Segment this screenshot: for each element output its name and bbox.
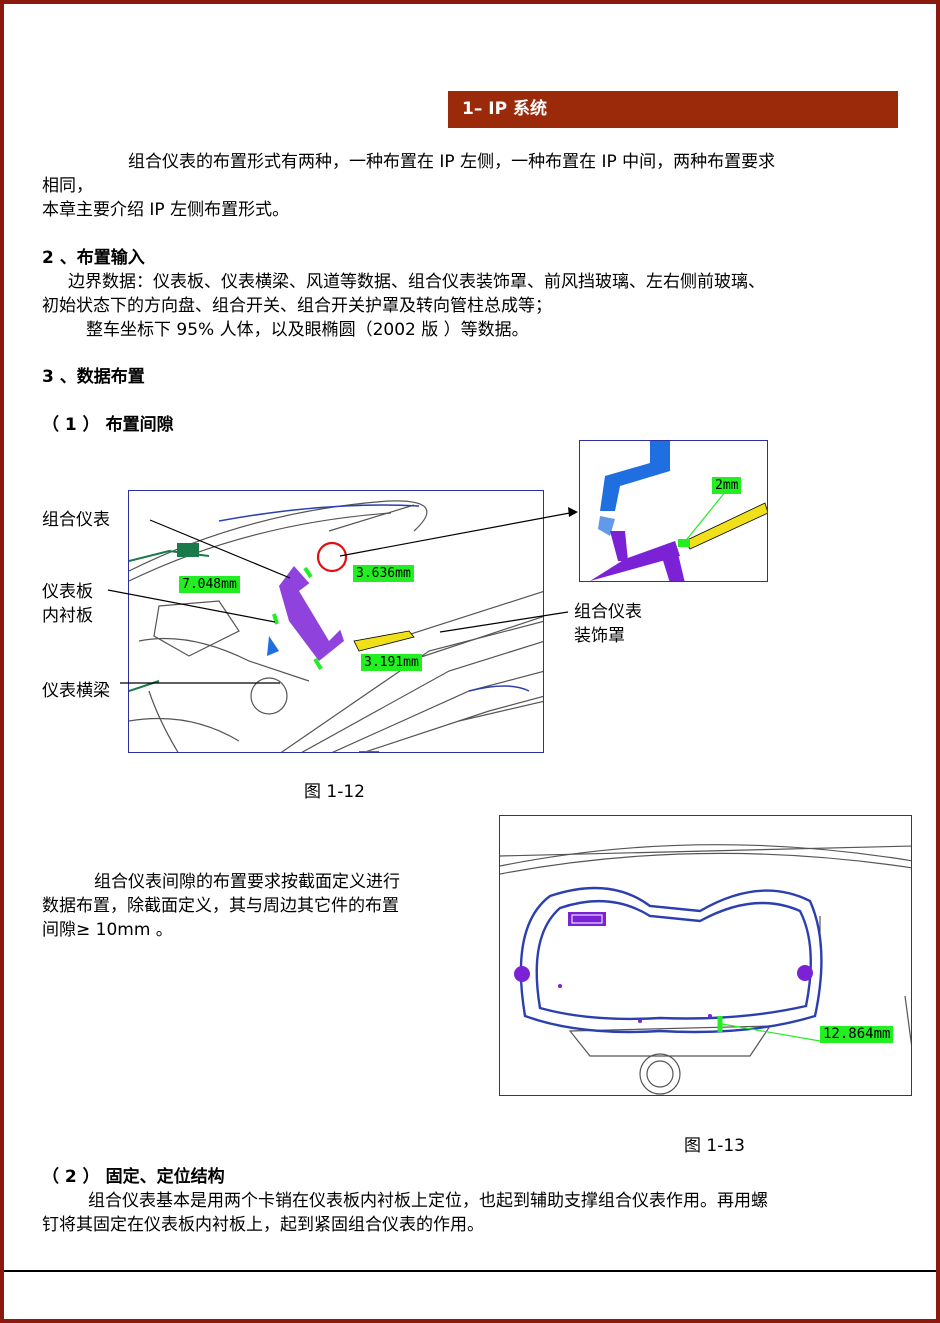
figure-1-12-main: 7.048mm 3.636mm 3.191mm <box>128 490 544 753</box>
intro-line-2: 相同， <box>42 176 93 196</box>
section-2-line-3: 整车坐标下 95% 人体，以及眼椭圆（2002 版 ）等数据。 <box>86 320 529 340</box>
callout-beam: 仪表横梁 <box>42 681 110 701</box>
chapter-header: 1– IP 系统 <box>448 91 898 128</box>
section-2-heading: 2 、布置输入 <box>42 248 145 268</box>
callout-bezel-1: 组合仪表 <box>574 602 642 622</box>
gap-text-line-1: 组合仪表间隙的布置要求按截面定义进行 <box>94 872 400 892</box>
section-2-line-1: 边界数据：仪表板、仪表横梁、风道等数据、组合仪表装饰罩、前风挡玻璃、左右侧前玻璃… <box>68 272 765 292</box>
subsection-2-line-2: 钉将其固定在仪表板内衬板上，起到紧固组合仪表的作用。 <box>42 1215 484 1235</box>
callout-bezel-2: 装饰罩 <box>574 626 625 646</box>
callout-inner-panel-1: 仪表板 <box>42 582 93 602</box>
measurement-label-3636: 3.636mm <box>353 565 414 582</box>
footer-rule <box>4 1270 936 1272</box>
section-2-line-2: 初始状态下的方向盘、组合开关、组合开关护罩及转向管柱总成等； <box>42 296 552 316</box>
gap-text-line-2: 数据布置，除截面定义，其与周边其它件的布置 <box>42 896 399 916</box>
measurement-label-7048: 7.048mm <box>179 576 240 593</box>
subsection-2-heading: （ 2 ） 固定、定位结构 <box>42 1167 225 1187</box>
measurement-label-2mm: 2mm <box>712 477 742 494</box>
inset-drawing <box>590 441 767 581</box>
highlight-circle <box>316 541 348 573</box>
figure-1-12-inset: 2mm <box>579 440 768 582</box>
subsection-2-line-1: 组合仪表基本是用两个卡销在仪表板内衬板上定位，也起到辅助支撑组合仪表作用。再用螺 <box>88 1191 768 1211</box>
figure-1-12-caption: 图 1-12 <box>304 782 365 802</box>
intro-line-1: 组合仪表的布置形式有两种，一种布置在 IP 左侧，一种布置在 IP 中间，两种布… <box>128 152 776 172</box>
subsection-1-heading: （ 1 ） 布置间隙 <box>42 415 174 435</box>
measurement-label-3191: 3.191mm <box>361 654 422 671</box>
figure-1-13-caption: 图 1-13 <box>684 1136 745 1156</box>
section-3-heading: 3 、数据布置 <box>42 367 145 387</box>
callout-cluster: 组合仪表 <box>42 510 110 530</box>
intro-line-3: 本章主要介绍 IP 左侧布置形式。 <box>42 200 290 220</box>
figure-1-13: 12.864mm <box>499 815 912 1096</box>
figure-1-13-drawing <box>500 844 911 1095</box>
callout-inner-panel-2: 内衬板 <box>42 606 93 626</box>
figure-1-12-drawing <box>129 500 543 752</box>
gap-text-line-3: 间隙≥ 10mm 。 <box>42 920 173 940</box>
measurement-label-12864: 12.864mm <box>820 1026 894 1043</box>
